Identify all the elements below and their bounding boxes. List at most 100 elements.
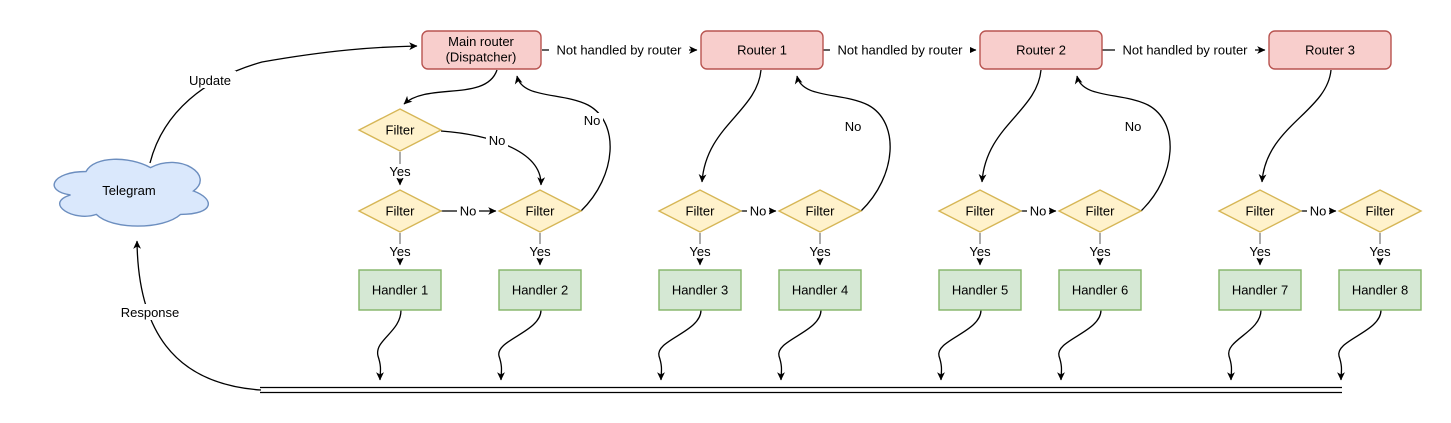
handler-label-4: Handler 4 xyxy=(792,283,848,298)
filter-label: Filter xyxy=(1086,204,1116,219)
not-handled-bg-1 xyxy=(549,42,689,58)
telegram-cloud xyxy=(53,158,209,227)
edge-handler4-to-bus xyxy=(777,309,822,381)
response-label: Response xyxy=(121,305,180,320)
no-label: No xyxy=(1125,119,1142,134)
handler-box-8 xyxy=(1338,269,1422,311)
edge-handler8-to-bus xyxy=(1337,309,1382,381)
handler-box-4 xyxy=(778,269,862,311)
no-label: No xyxy=(1310,204,1327,219)
handler-label-5: Handler 5 xyxy=(952,283,1008,298)
router-1-label: Router 1 xyxy=(737,43,787,58)
filter-label: Filter xyxy=(1246,204,1276,219)
edge-router1-to-filter xyxy=(698,69,762,183)
update-label: Update xyxy=(189,73,231,88)
yes-label-bg xyxy=(1367,244,1393,258)
router-2-box xyxy=(979,30,1103,70)
edge-router3-to-filter xyxy=(1258,69,1332,183)
no-label-bg xyxy=(581,113,603,127)
telegram-label: Telegram xyxy=(102,183,155,198)
no-label: No xyxy=(489,133,506,148)
no-label: No xyxy=(845,119,862,134)
handler-label-7: Handler 7 xyxy=(1232,283,1288,298)
filter-label: Filter xyxy=(526,204,556,219)
no-label-bg xyxy=(457,203,479,218)
no-label: No xyxy=(1030,204,1047,219)
yes-label: Yes xyxy=(809,244,831,259)
router-1-box xyxy=(700,30,824,70)
handler-label-3: Handler 3 xyxy=(672,283,728,298)
yes-label: Yes xyxy=(529,244,551,259)
edge-handler2-to-bus xyxy=(497,309,542,381)
filter-label: Filter xyxy=(966,204,996,219)
not-handled-bg-2 xyxy=(830,42,970,58)
no-label-bg xyxy=(1122,119,1144,133)
router-2-label: Router 2 xyxy=(1016,43,1066,58)
not-handled-label-2: Not handled by router xyxy=(837,43,963,58)
no-label-bg xyxy=(1307,203,1329,218)
yes-label-bg xyxy=(387,244,413,258)
main-filter-right xyxy=(497,189,583,233)
router1-filter-left xyxy=(657,189,743,233)
handler-label-1: Handler 1 xyxy=(372,283,428,298)
handler-label-2: Handler 2 xyxy=(512,283,568,298)
no-label-bg xyxy=(842,119,864,133)
router3-filter-right xyxy=(1337,189,1423,233)
response-label-bg xyxy=(120,304,182,320)
router3-filter-left xyxy=(1217,189,1303,233)
handler-box-7 xyxy=(1218,269,1302,311)
handler-box-1 xyxy=(358,269,442,311)
edge-handler1-to-bus xyxy=(376,309,402,381)
yes-label-bg xyxy=(1087,244,1113,258)
router-3-box xyxy=(1268,30,1392,70)
router-3-label: Router 3 xyxy=(1305,43,1355,58)
main-filter-left xyxy=(357,189,443,233)
yes-label-bg xyxy=(807,244,833,258)
handler-box-3 xyxy=(658,269,742,311)
filter-label: Filter xyxy=(386,204,416,219)
main-router-box xyxy=(421,30,542,70)
edge-handler3-to-bus xyxy=(657,309,702,381)
main-router-label-line1: Main router xyxy=(448,34,514,49)
edge-handler6-to-bus xyxy=(1057,309,1102,381)
edge-response xyxy=(133,240,262,391)
router1-filter-right xyxy=(777,189,863,233)
not-handled-label-3: Not handled by router xyxy=(1122,43,1248,58)
yes-label-bg xyxy=(967,244,993,258)
response-bus-line xyxy=(260,386,1342,394)
not-handled-label-1: Not handled by router xyxy=(556,43,682,58)
main-filter-top xyxy=(357,108,443,152)
yes-label: Yes xyxy=(969,244,991,259)
no-label: No xyxy=(750,204,767,219)
yes-label-bg xyxy=(387,164,413,178)
no-label: No xyxy=(584,113,601,128)
edge-main-to-filter xyxy=(403,69,498,105)
yes-label: Yes xyxy=(389,244,411,259)
filter-label: Filter xyxy=(1366,204,1396,219)
edge-handler7-to-bus xyxy=(1227,309,1262,381)
yes-label-bg xyxy=(687,244,713,258)
edge-main-return-no xyxy=(514,75,611,212)
no-label-bg xyxy=(747,203,769,218)
yes-label-bg xyxy=(527,244,553,258)
handler-box-6 xyxy=(1058,269,1142,311)
yes-label-bg xyxy=(1247,244,1273,258)
edge-router2-to-filter xyxy=(978,69,1042,183)
handler-label-8: Handler 8 xyxy=(1352,283,1408,298)
edge-router1-return-no xyxy=(794,75,891,212)
handler-box-2 xyxy=(498,269,582,311)
yes-label: Yes xyxy=(1369,244,1391,259)
no-label-bg xyxy=(1027,203,1049,218)
edge-router2-return-no xyxy=(1074,75,1171,212)
edge-update xyxy=(149,42,418,164)
yes-label: Yes xyxy=(1089,244,1111,259)
yes-label: Yes xyxy=(689,244,711,259)
yes-label: Yes xyxy=(389,164,411,179)
handler-box-5 xyxy=(938,269,1022,311)
edge-handler5-to-bus xyxy=(937,309,982,381)
not-handled-bg-3 xyxy=(1115,42,1255,58)
update-label-bg xyxy=(184,71,236,88)
filter-label: Filter xyxy=(386,123,416,138)
